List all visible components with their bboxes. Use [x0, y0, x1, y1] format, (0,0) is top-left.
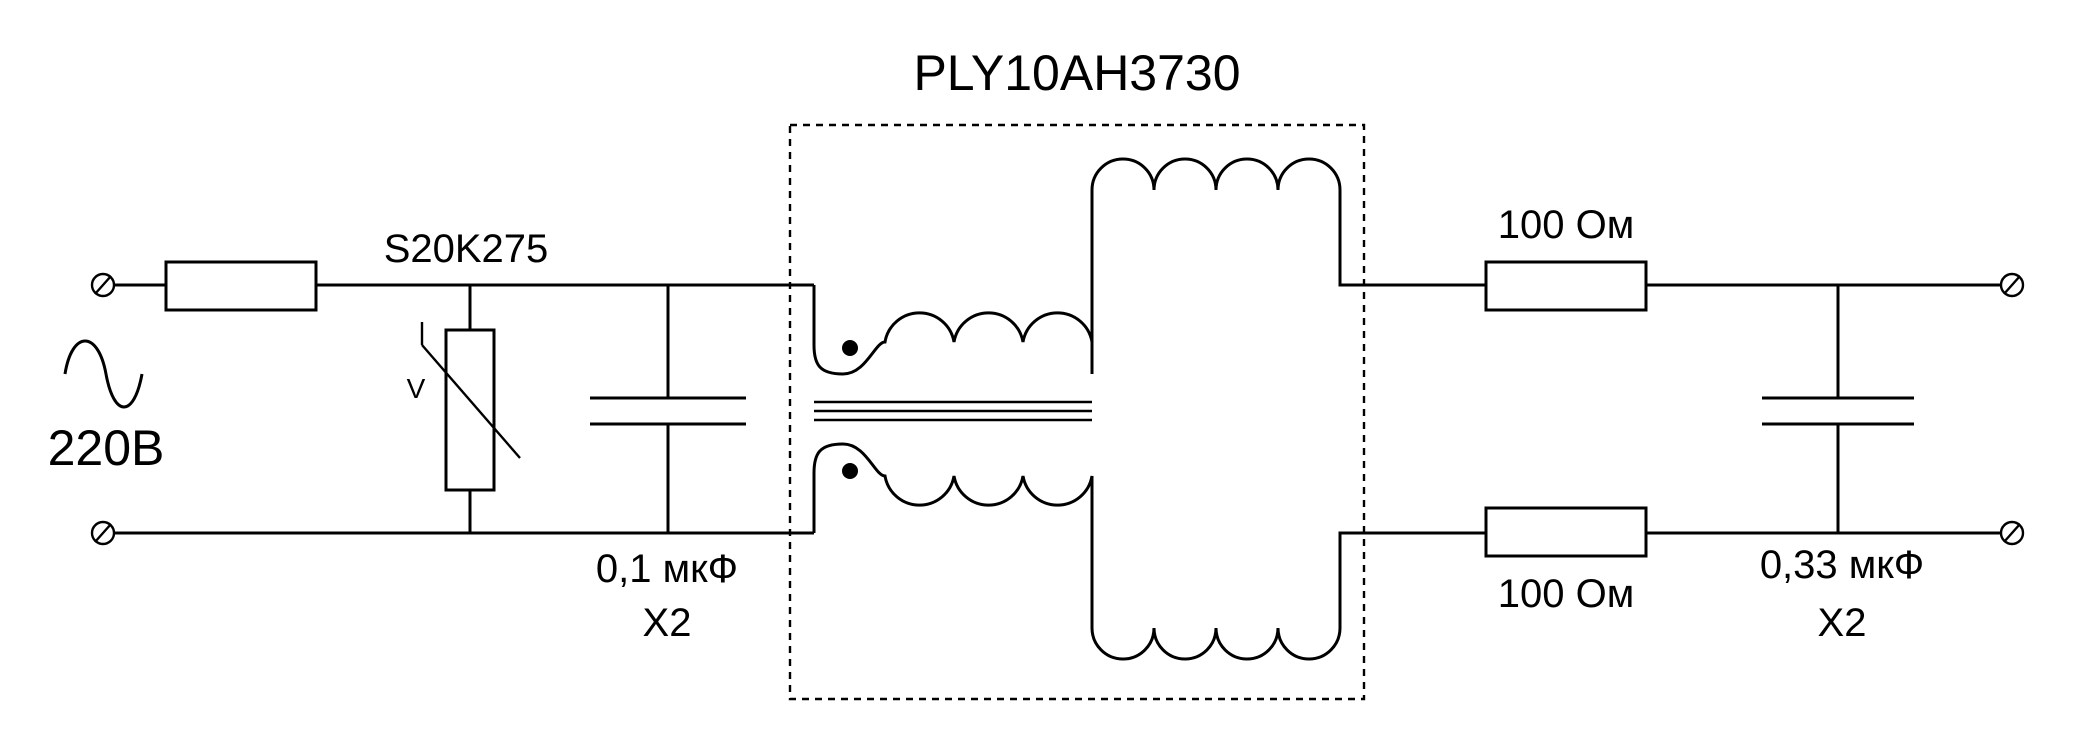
- phase-dot-bottom: [842, 463, 858, 479]
- resistor-top: [1484, 260, 1648, 312]
- input-terminal-top: [90, 272, 116, 298]
- resistor-bottom: [1484, 506, 1648, 558]
- phase-dot-top: [842, 340, 858, 356]
- capacitor-output: [1762, 285, 1914, 533]
- capacitor-output-value: 0,33 мкФ: [1760, 543, 1924, 587]
- input-terminal-bottom: [90, 520, 116, 546]
- varistor: [420, 285, 521, 533]
- resistor-bottom-label: 100 Ом: [1498, 572, 1634, 616]
- resistor-top-label: 100 Ом: [1498, 203, 1634, 247]
- choke-module-frame: [788, 123, 1366, 701]
- output-terminal-top: [1999, 272, 2025, 298]
- output-wiring: [1364, 283, 2001, 535]
- capacitor-input: [590, 285, 746, 533]
- capacitor-input-value: 0,1 мкФ: [596, 547, 738, 591]
- input-wiring: [114, 283, 814, 535]
- ac-source-sine-icon: [63, 339, 144, 409]
- source-voltage-label: 220В: [48, 420, 165, 476]
- fuse: [164, 260, 318, 312]
- module-label: PLY10AH3730: [913, 45, 1240, 101]
- common-mode-choke: [812, 157, 1364, 661]
- output-terminal-bottom: [1999, 520, 2025, 546]
- capacitor-input-class: X2: [643, 601, 692, 645]
- varistor-symbol: V: [407, 373, 426, 404]
- capacitor-output-class: X2: [1818, 601, 1867, 645]
- varistor-label: S20K275: [384, 227, 549, 271]
